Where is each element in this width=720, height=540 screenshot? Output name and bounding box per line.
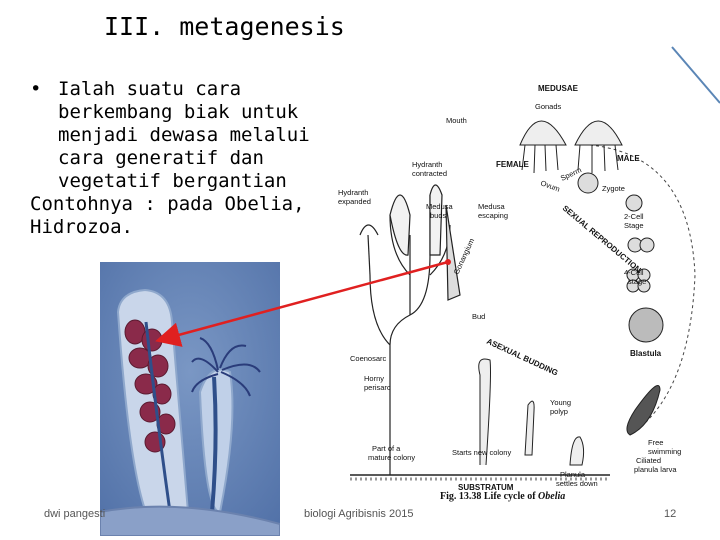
bullet-line-1: Ialah suatu cara	[58, 78, 242, 100]
medusa-female	[519, 120, 567, 174]
label-medusa-escaping-2: escaping	[478, 211, 508, 220]
slide-body: • Ialah suatu cara berkembang biak untuk…	[30, 78, 330, 239]
label-horny-2: perisarc	[364, 383, 391, 392]
figure-caption-prefix: Fig. 13.38 Life cycle of	[440, 491, 539, 502]
label-young-2: polyp	[550, 407, 568, 416]
bullet-line-4: cara generatif dan	[58, 147, 264, 169]
label-gonads: Gonads	[535, 102, 562, 111]
label-gonangium: Gonangium	[452, 237, 477, 276]
label-horny-1: Horny	[364, 374, 384, 383]
bullet-item: • Ialah suatu cara	[30, 78, 330, 101]
label-part-2: mature colony	[368, 453, 415, 462]
label-young-1: Young	[550, 398, 571, 407]
bullet-line-5: vegetatif bergantian	[58, 170, 287, 192]
obelia-microscope-photo	[100, 262, 280, 536]
label-ovum: Ovum	[539, 178, 561, 193]
label-hydranth-contracted-2: contracted	[412, 169, 447, 178]
example-line-2: Hidrozoa.	[30, 216, 133, 238]
label-hydranth-contracted-1: Hydranth	[412, 160, 442, 169]
label-medusa-buds-1: Medusa	[426, 202, 454, 211]
label-free-2: swimming	[648, 447, 681, 456]
label-free-4: planula larva	[634, 465, 677, 474]
label-mouth: Mouth	[446, 116, 467, 125]
label-medusa-buds-2: buds	[430, 211, 447, 220]
label-two-cell-stage: Stage	[624, 221, 644, 230]
label-asexual-budding: ASEXUAL BUDDING	[485, 337, 559, 378]
label-substratum: SUBSTRATUM	[458, 483, 514, 492]
figure-caption: Fig. 13.38 Life cycle of Obelia	[440, 491, 565, 502]
label-medusa-escaping-1: Medusa	[478, 202, 506, 211]
obelia-life-cycle-diagram: MEDUSAE Gonads Mouth FEMALE MALE Ovum Sp…	[338, 84, 696, 492]
bullet-line-2: berkembang biak untuk	[58, 101, 299, 123]
footer-course: biologi Agribisnis 2015	[304, 508, 414, 520]
label-hydranth-expanded-1: Hydranth	[338, 188, 368, 197]
label-medusae: MEDUSAE	[538, 84, 579, 93]
label-two-cell: 2-Cell	[624, 212, 644, 221]
label-male: MALE	[617, 154, 640, 163]
label-starts-new-colony: Starts new colony	[452, 448, 511, 457]
bullet-dot-icon: •	[30, 78, 42, 100]
example-line-1: Contohnya : pada Obelia,	[30, 193, 305, 215]
label-zygote: Zygote	[602, 184, 625, 193]
footer-author: dwi pangesti	[44, 508, 106, 520]
label-planula-1: Planula	[560, 470, 586, 479]
label-bud: Bud	[472, 312, 485, 321]
footer-page-number: 12	[664, 508, 677, 520]
slide-title: III. metagenesis	[104, 12, 345, 41]
label-blastula: Blastula	[630, 349, 662, 358]
figure-caption-species: Obelia	[538, 491, 566, 502]
bullet-line-3: menjadi dewasa melalui	[58, 124, 310, 146]
label-four-cell-stage: stage	[628, 277, 646, 286]
medusa-male	[574, 120, 623, 173]
label-free-3: Ciliated	[636, 456, 661, 465]
label-free-1: Free	[648, 438, 663, 447]
label-four-cell: 4-Cell	[624, 268, 644, 277]
label-planula-2: settles down	[556, 479, 598, 488]
label-part-1: Part of a	[372, 444, 401, 453]
label-coenosarc: Coenosarc	[350, 354, 387, 363]
hydroid-colony	[359, 184, 461, 475]
label-female: FEMALE	[496, 160, 530, 169]
label-hydranth-expanded-2: expanded	[338, 197, 371, 206]
